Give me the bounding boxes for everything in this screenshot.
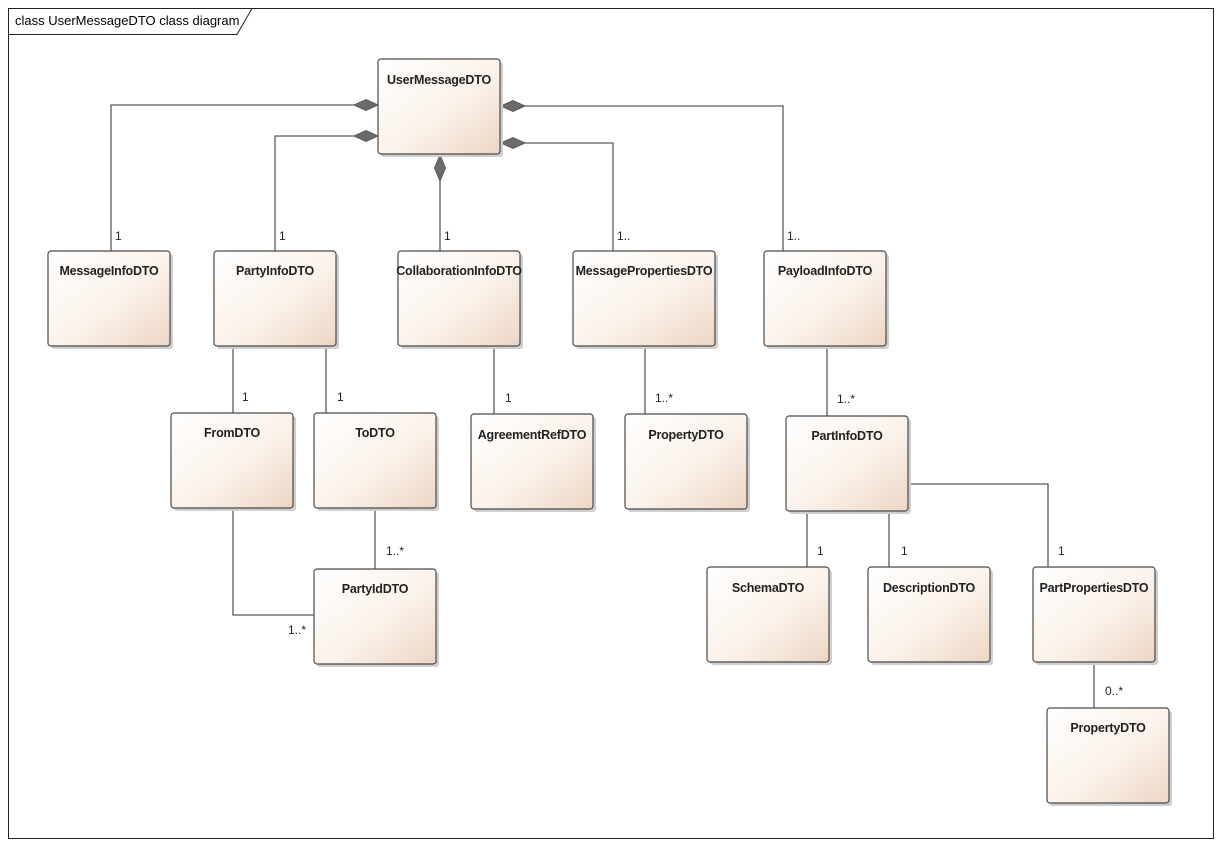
class-name-messageproperties: MessagePropertiesDTO (576, 264, 713, 278)
class-name-to: ToDTO (355, 426, 395, 440)
class-name-usermessage: UserMessageDTO (387, 73, 491, 87)
class-name-partinfo: PartInfoDTO (811, 429, 883, 443)
mult-schema: 1 (817, 544, 824, 558)
class-description[interactable]: DescriptionDTO (867, 566, 993, 665)
class-payload-info[interactable]: PayloadInfoDTO (763, 250, 889, 349)
mult-messageinfo: 1 (115, 229, 122, 243)
mult-partinfo: 1..* (837, 392, 855, 406)
class-collaboration-info[interactable]: CollaborationInfoDTO (396, 250, 523, 349)
class-name-partproperty: PropertyDTO (1070, 721, 1146, 735)
assoc-usermessage-messageinfo (110, 104, 378, 251)
mult-from: 1 (242, 390, 249, 404)
mult-partyinfo: 1 (279, 229, 286, 243)
class-agreement-ref[interactable]: AgreementRefDTO (470, 413, 596, 512)
class-name-payloadinfo: PayloadInfoDTO (778, 264, 873, 278)
class-part-property[interactable]: PropertyDTO (1046, 707, 1172, 806)
class-name-schema: SchemaDTO (732, 581, 805, 595)
mult-to: 1 (337, 390, 344, 404)
mult-agreementref: 1 (505, 391, 512, 405)
class-name-description: DescriptionDTO (883, 581, 976, 595)
class-name-from: FromDTO (204, 426, 260, 440)
composition-diamond-partyinfo (352, 129, 380, 143)
class-part-info[interactable]: PartInfoDTO (785, 415, 911, 514)
connectors (110, 104, 1095, 708)
class-to[interactable]: ToDTO (313, 412, 439, 511)
class-name-property: PropertyDTO (648, 428, 724, 442)
class-schema[interactable]: SchemaDTO (706, 566, 832, 665)
mult-partyid-to: 1..* (386, 544, 404, 558)
class-from[interactable]: FromDTO (170, 412, 296, 511)
mult-description: 1 (901, 544, 908, 558)
mult-payloadinfo: 1.. (787, 229, 800, 243)
class-party-id[interactable]: PartyIdDTO (313, 568, 439, 667)
class-party-info[interactable]: PartyInfoDTO (213, 250, 339, 349)
class-name-partyinfo: PartyInfoDTO (236, 264, 314, 278)
composition-diamond-collaboration (433, 153, 447, 183)
assoc-usermessage-messageproperties (501, 142, 614, 251)
multiplicity-labels: 1 1 1 1.. 1.. 1 1 1 1..* 1..* 1..* 1..* … (115, 229, 1123, 698)
assoc-usermessage-payloadinfo (501, 105, 784, 251)
class-name-partyid: PartyIdDTO (342, 582, 409, 596)
mult-partproperty: 0..* (1105, 684, 1123, 698)
assoc-from-partyid (232, 509, 315, 616)
mult-messageproperties: 1.. (617, 229, 630, 243)
class-name-partproperties: PartPropertiesDTO (1040, 581, 1149, 595)
class-message-info[interactable]: MessageInfoDTO (47, 250, 173, 349)
composition-diamond-messageproperties (499, 136, 527, 150)
class-property[interactable]: PropertyDTO (624, 413, 750, 512)
composition-diamond-messageinfo (352, 98, 380, 112)
composition-diamond-payloadinfo (499, 99, 527, 113)
diagram-title: class UserMessageDTO class diagram (15, 13, 239, 28)
class-user-message[interactable]: UserMessageDTO (377, 58, 503, 157)
class-name-agreementref: AgreementRefDTO (478, 428, 587, 442)
assoc-partinfo-partproperties (909, 483, 1049, 567)
mult-partyid-from: 1..* (288, 623, 306, 637)
composition-diamonds (352, 98, 527, 183)
mult-collaborationinfo: 1 (444, 229, 451, 243)
mult-property: 1..* (655, 391, 673, 405)
class-name-collaborationinfo: CollaborationInfoDTO (396, 264, 522, 278)
class-name-messageinfo: MessageInfoDTO (59, 264, 159, 278)
class-message-properties[interactable]: MessagePropertiesDTO (572, 250, 718, 349)
assoc-usermessage-partyinfo (274, 135, 378, 251)
mult-partproperties: 1 (1058, 544, 1065, 558)
class-part-properties[interactable]: PartPropertiesDTO (1032, 566, 1158, 665)
